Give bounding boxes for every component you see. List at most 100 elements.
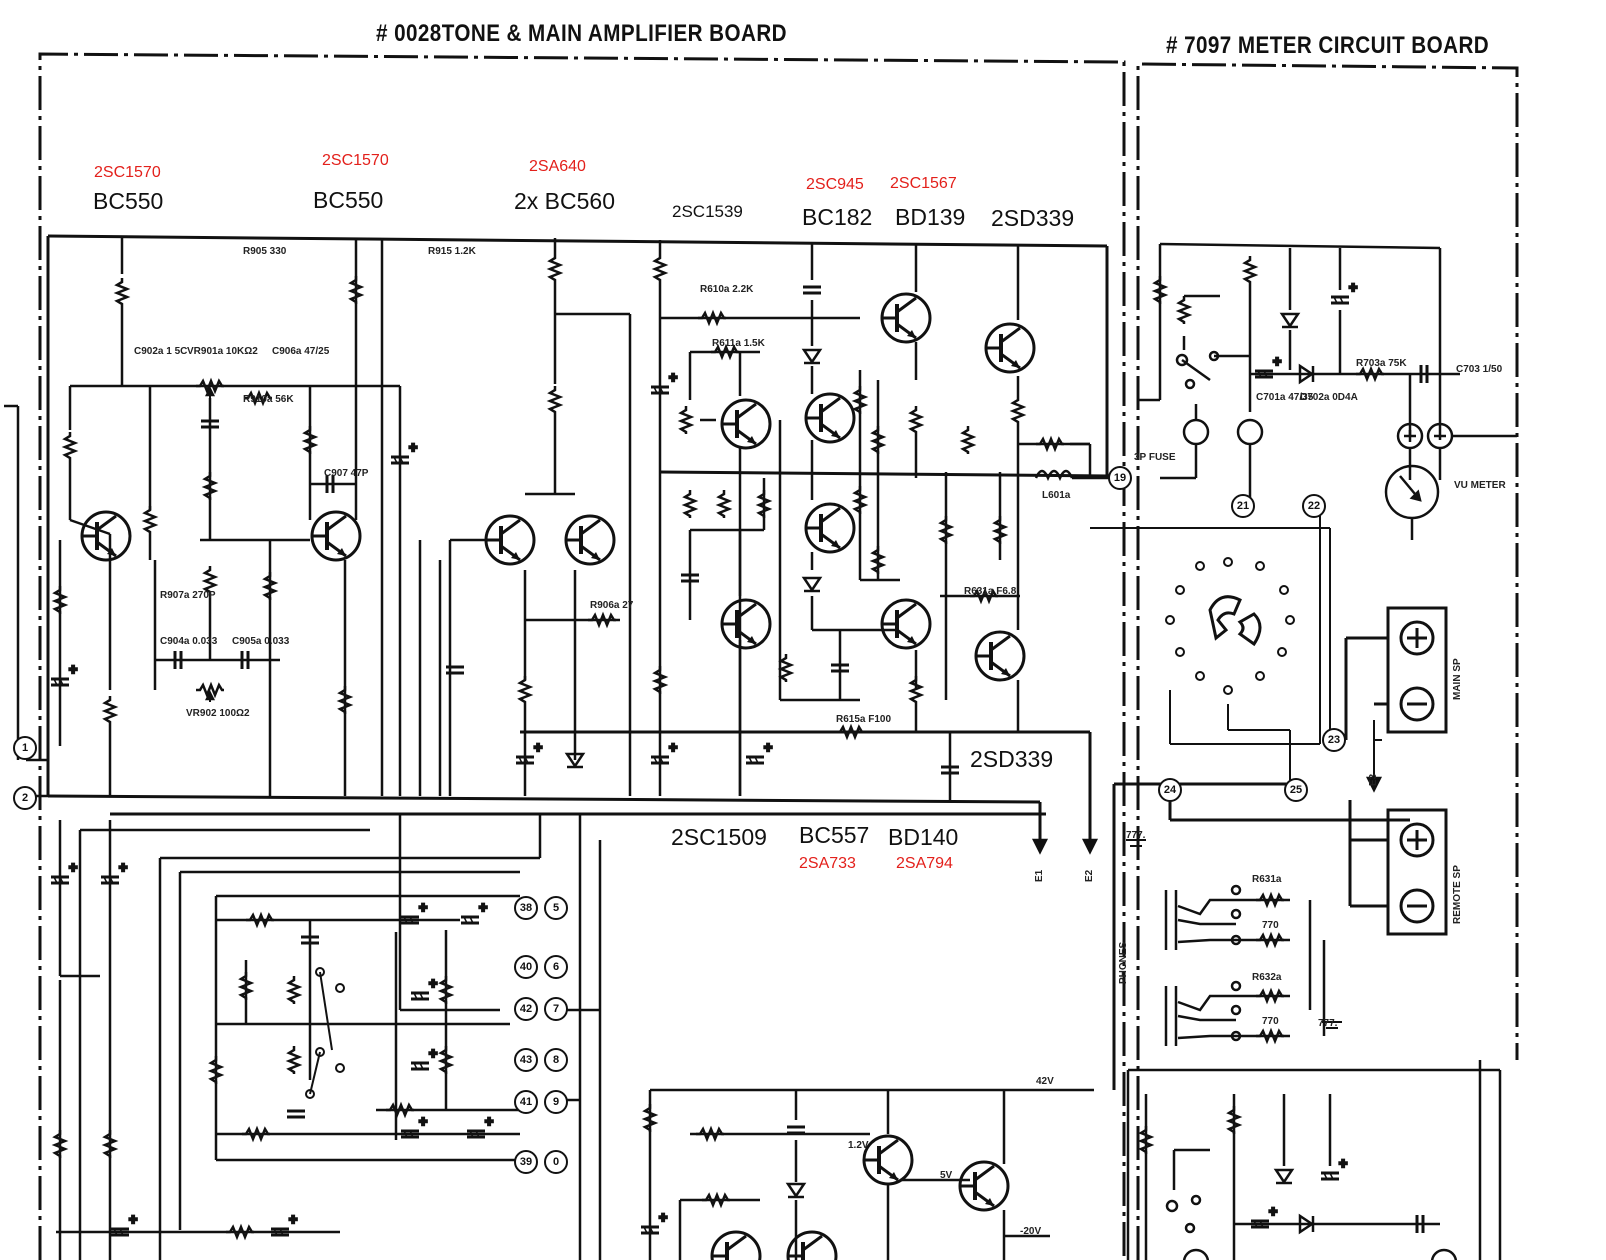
tone-board-outline [38,52,1126,1260]
node-8: 8 [544,1048,568,1072]
transistor-reg3 [710,1230,762,1260]
sp-remote-label: REMOTE SP [1452,865,1463,924]
node-38: 38 [514,896,538,920]
speaker-switch [1090,500,1382,780]
q6-replacement-label: BD139 [895,204,966,230]
c904-label: C904a 0.033 [160,636,218,647]
c902-label: C902a 1 5C [134,346,188,357]
meter-board-outline [1136,62,1519,1260]
node-42: 42 [514,997,538,1021]
diff-pair [418,238,632,796]
node-24: 24 [1158,778,1182,802]
node-41: 41 [514,1090,538,1114]
transistor-q5b [804,502,856,554]
r915-label: R915 1.2K [428,246,476,257]
q6-original-label: 2SC1567 [890,175,957,192]
gnd-label-2: 777. [1318,1018,1338,1029]
meter-board-bottom [1126,1060,1502,1260]
r770b-label: 770 [1262,1016,1279,1027]
transistor-q7 [984,322,1036,374]
r632-label: R632a [1252,972,1282,983]
input-stage [49,238,419,796]
node-5: 5 [544,896,568,920]
q5-replacement-label: BC182 [802,204,873,230]
meter-section [1138,242,1517,540]
d702-label: D702a 0D4A [1300,392,1358,403]
c906-label: C906a 47/25 [272,346,330,357]
c905b-label: C905a 0.033 [232,636,290,647]
q10-replacement-label: BC557 [799,822,870,848]
remote-sp-terminal [1112,782,1448,1090]
node-40: 40 [514,955,538,979]
transistor-q10 [880,598,932,650]
transistor-q3b [564,514,616,566]
transistor-q9 [720,598,772,650]
r631-label: R631a F6.8 [964,586,1017,597]
node-19: 19 [1108,466,1132,490]
supply-rails [46,234,1111,840]
r615-label: R615a F100 [836,714,892,725]
q3-replacement-label: 2x BC560 [514,188,616,214]
c907-label: C907 47P [324,468,369,479]
ground-symbols [1126,839,1342,1029]
sp-main-label: MAIN SP [1452,658,1463,700]
transistor-q8 [974,630,1026,682]
meter-board-title: # 7097 METER CIRCUIT BOARD [1166,32,1490,59]
r907-label: R907a 270P [160,590,216,601]
tone-switches [305,967,345,1099]
driver-stage [649,240,923,796]
vr901-label: VR901a 10KΩ2 [187,346,258,357]
node-21: 21 [1231,494,1255,518]
e2-label: E2 [1084,869,1095,882]
supply-section [56,1088,1094,1260]
transistor-q5 [804,392,856,444]
q7-replacement-label: 2SD339 [991,205,1075,231]
gnd-label-1: 777. [1126,830,1146,841]
node-7: 7 [544,997,568,1021]
l601-label: L601a [1042,490,1071,501]
output-arrows [1031,776,1383,855]
q5-original-label: 2SC945 [806,176,864,193]
r906-label: R906a 27 [590,600,634,611]
q11-original-label: 2SA794 [896,855,953,872]
transistor-q1 [80,510,132,562]
node-1: 1 [13,736,37,760]
q3-original-label: 2SA640 [529,158,586,175]
vneg-label: -20V [1020,1226,1042,1237]
phones-jacks [1164,884,1326,1046]
q4-original-label: 2SC1539 [672,202,743,221]
meter-label: VU METER [1454,480,1506,491]
output-stage [834,244,1112,800]
v5-label: 5V [940,1170,953,1181]
transistor-q6 [880,292,932,344]
q11-replacement-label: BD140 [888,824,959,850]
node-22: 22 [1302,494,1326,518]
c703-label: C703 1/50 [1456,364,1503,375]
r631b-label: R631a [1252,874,1282,885]
main-sp-terminal [1344,606,1448,740]
transistor-q3a [484,514,536,566]
r905-label: R905 330 [243,246,287,257]
tone-board-title: # 0028TONE & MAIN AMPLIFIER BOARD [376,20,787,47]
node-23: 23 [1322,728,1346,752]
node-2: 2 [13,786,37,810]
tone-section [49,814,602,1260]
q9-replacement-label: 2SC1509 [671,824,767,850]
node-43: 43 [514,1048,538,1072]
r611-label: R611a 1.5K [712,338,765,349]
q2-original-label: 2SC1570 [322,152,389,169]
node-6: 6 [544,955,568,979]
r770-label: 770 [1262,920,1279,931]
q1-original-label: 2SC1570 [94,164,161,181]
vr902-label: VR902 100Ω2 [186,708,250,719]
e3-label: E3 [1368,773,1379,786]
phones-label: PHONES [1118,941,1129,984]
node-25: 25 [1284,778,1308,802]
r610-label: R610a 2.2K [700,284,754,295]
q1-replacement-label: BC550 [93,188,164,214]
e1-label: E1 [1034,869,1045,882]
v42-label: 42V [1036,1076,1054,1087]
c701-label: C701a 47/35 [1256,392,1314,403]
r703-label: R703a 75K [1356,358,1407,369]
